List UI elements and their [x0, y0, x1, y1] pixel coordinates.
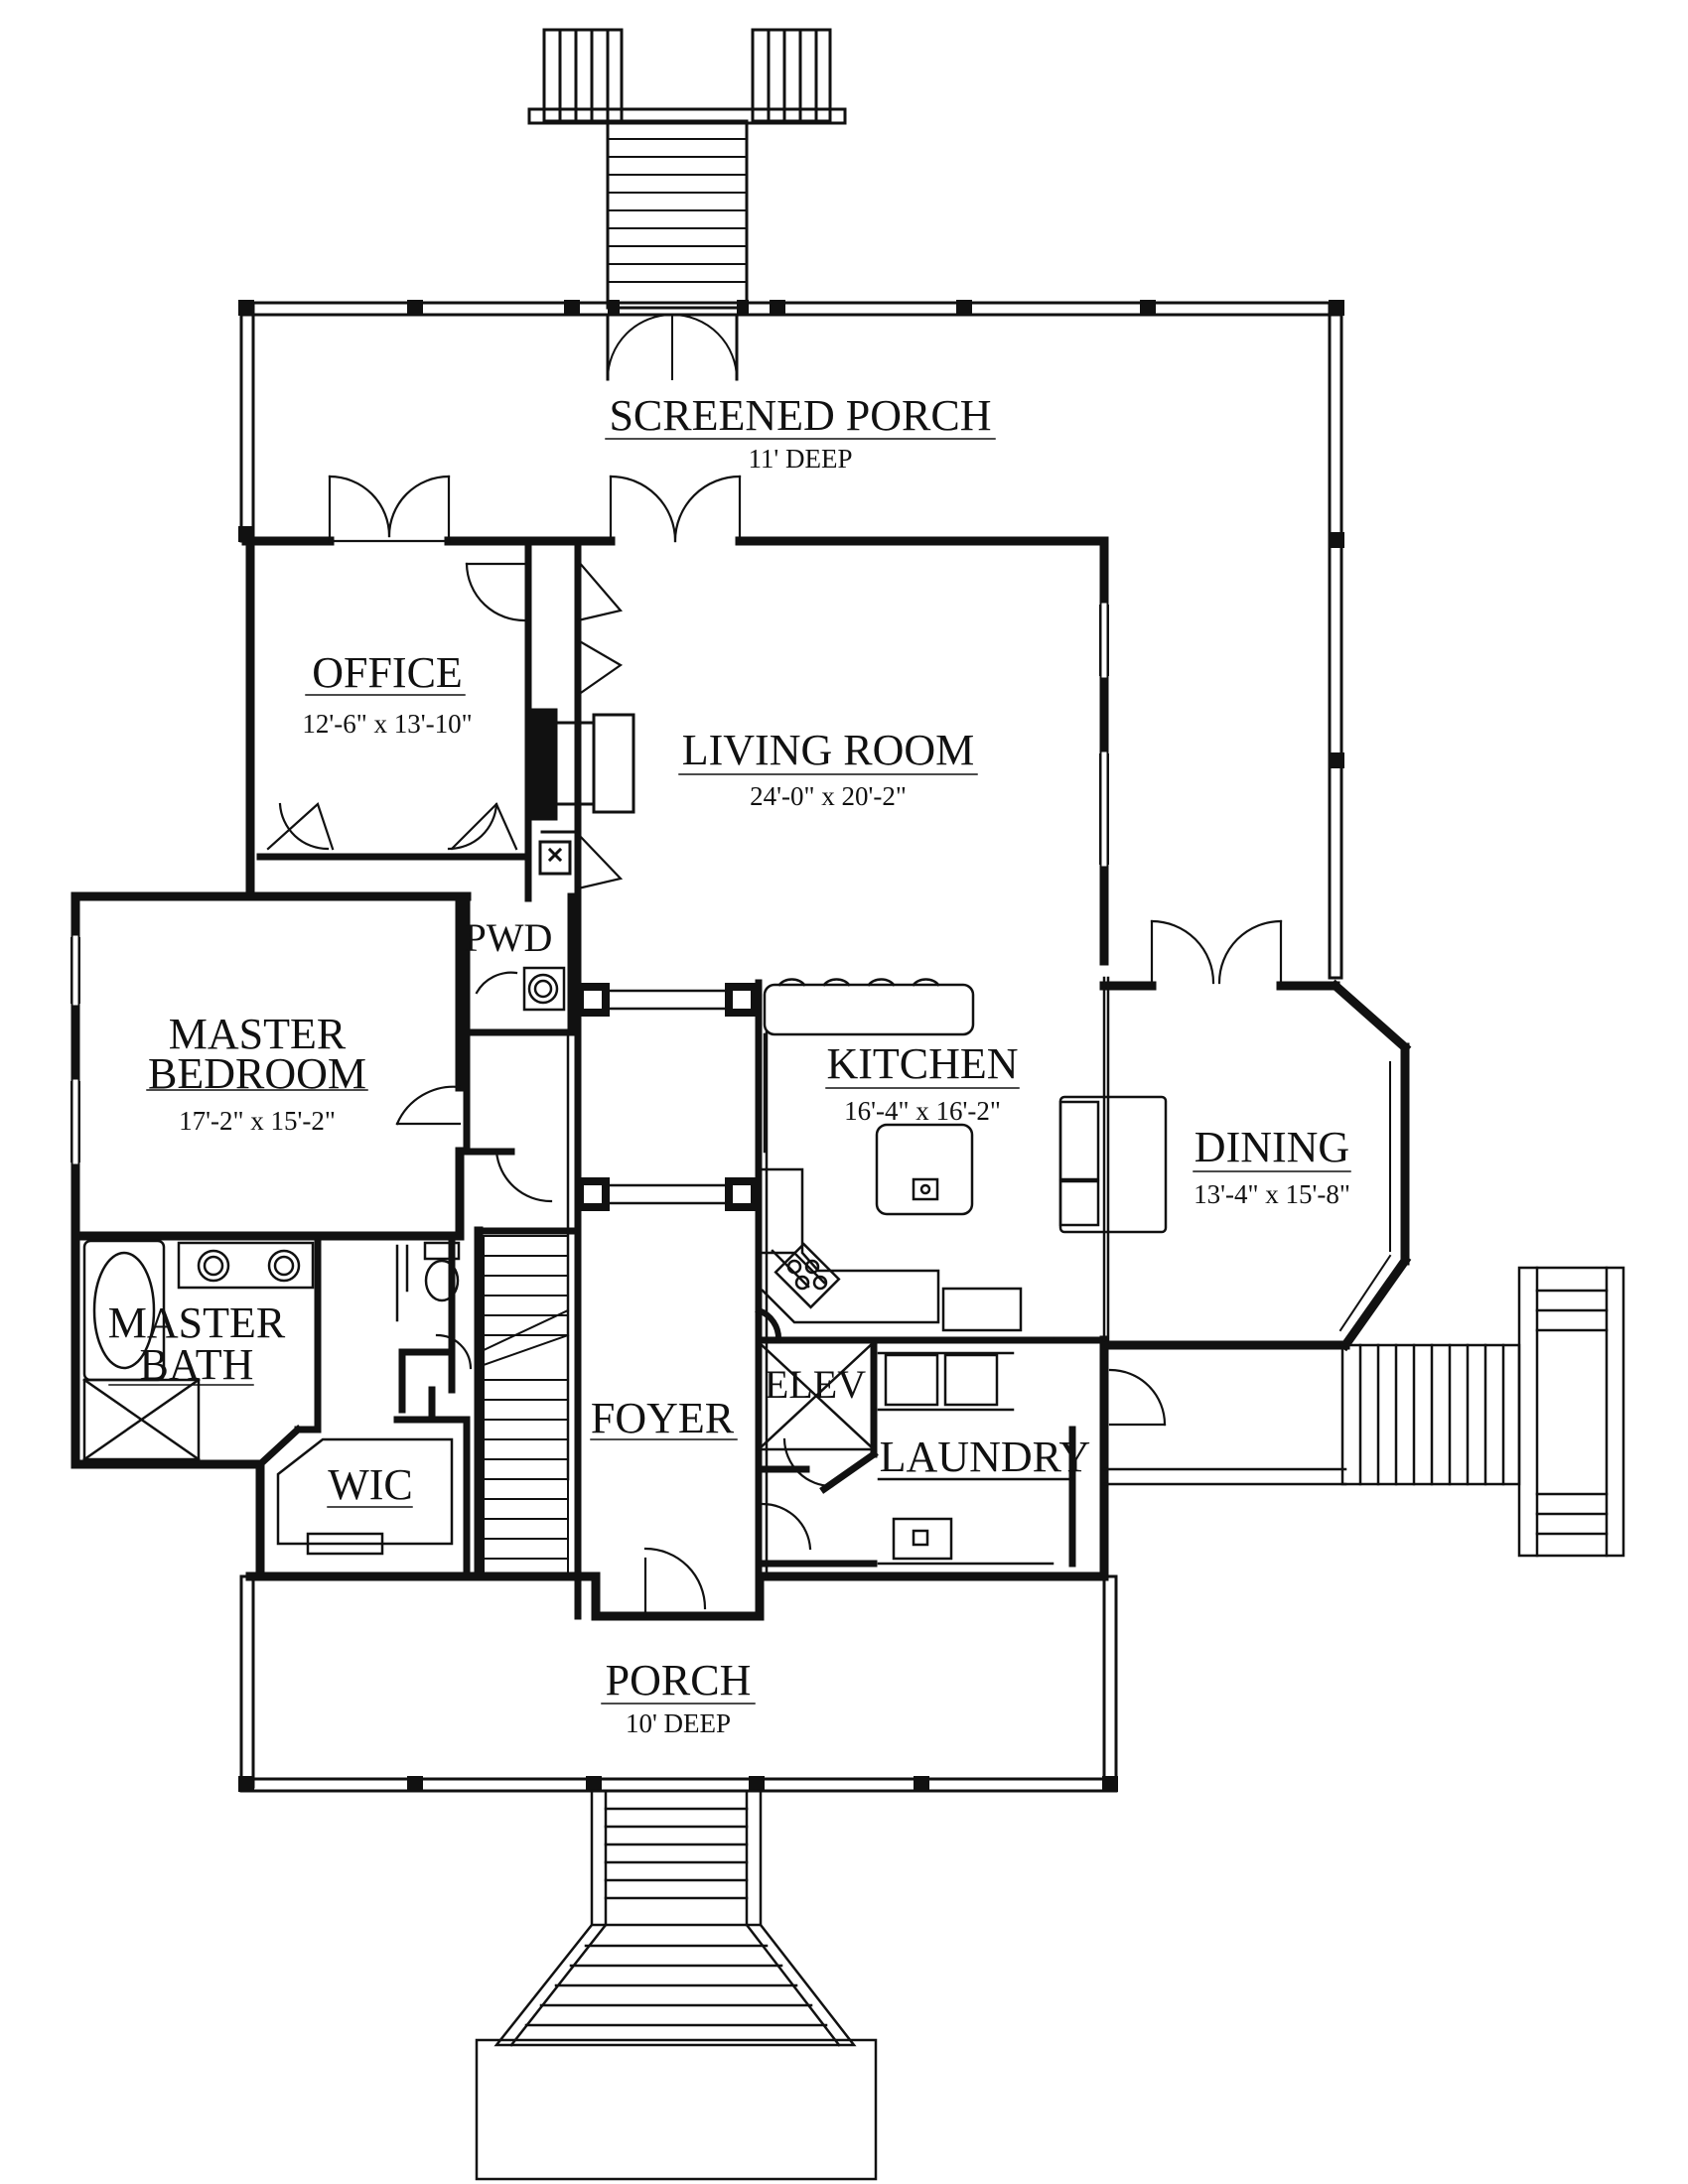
master-bedroom-name-1: MASTER: [169, 1010, 347, 1058]
kitchen-dim: 16'-4" x 16'-2": [844, 1096, 1001, 1126]
pwd-fixtures: [522, 966, 566, 1012]
master-bath-name-2: BATH: [140, 1340, 254, 1389]
laundry-name: LAUNDRY: [880, 1433, 1091, 1481]
kitchen-name: KITCHEN: [826, 1039, 1018, 1088]
living-room-name: LIVING ROOM: [682, 726, 975, 774]
dining-dim: 13'-4" x 15'-8": [1194, 1179, 1350, 1209]
fireplace: [524, 708, 635, 876]
porch-dim: 10' DEEP: [626, 1708, 731, 1738]
pwd-name: PWD: [465, 915, 553, 960]
office-dim: 12'-6" x 13'-10": [302, 709, 472, 739]
screened-porch-name: SCREENED PORCH: [609, 391, 991, 440]
rear-stairs: [527, 28, 847, 310]
master-bedroom-dim: 17'-2" x 15'-2": [179, 1106, 336, 1136]
screened-porch-frame: [238, 300, 1344, 980]
room-labels: SCREENED PORCH 11' DEEP OFFICE 12'-6" x …: [108, 391, 1350, 1738]
office-name: OFFICE: [312, 648, 463, 697]
kitchen-fixtures: [761, 978, 1168, 1340]
dining-name: DINING: [1195, 1123, 1349, 1171]
wic-name: WIC: [328, 1460, 413, 1509]
master-bath-name-1: MASTER: [108, 1298, 286, 1347]
front-stairs: [475, 1789, 878, 2181]
laundry-fixtures: [877, 1351, 1074, 1566]
porch-name: PORCH: [606, 1656, 752, 1705]
elev-name: ELEV: [765, 1362, 866, 1407]
hall-columns: [576, 983, 759, 1211]
master-bedroom-name-2: BEDROOM: [148, 1049, 366, 1098]
elevator-shaft: [755, 1306, 876, 1451]
living-room-dim: 24'-0" x 20'-2": [750, 781, 907, 811]
dining-bay-windows: [1338, 996, 1397, 1332]
doors[interactable]: [266, 475, 1283, 1618]
screened-porch-dim: 11' DEEP: [748, 444, 852, 474]
windows: [70, 603, 1109, 1164]
interior-stairs: [482, 1235, 570, 1574]
master-bath-fixtures: [82, 1239, 461, 1461]
front-porch: [238, 1574, 1118, 1793]
side-stairs: [1102, 1266, 1625, 1558]
foyer-name: FOYER: [591, 1394, 735, 1442]
label-underlines: [108, 438, 1351, 1705]
wic-shelves: [276, 1437, 454, 1556]
dining-bay: [1276, 979, 1412, 1352]
